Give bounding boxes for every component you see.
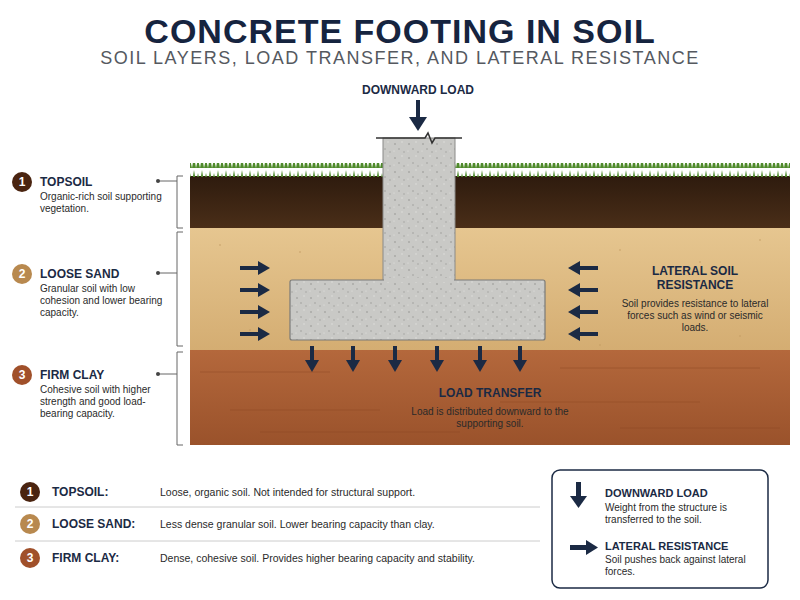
band-heading: LATERAL SOIL RESISTANCE xyxy=(620,264,770,292)
table-term: FIRM CLAY: xyxy=(52,551,157,565)
callout-number: 1 xyxy=(20,482,40,502)
callout-number: 3 xyxy=(20,548,40,568)
table-term: TOPSOIL: xyxy=(52,485,157,499)
subtitle: SOIL LAYERS, LOAD TRANSFER, AND LATERAL … xyxy=(0,48,800,69)
soil-band: LOAD TRANSFER Load is distributed downwar… xyxy=(190,350,790,445)
diagram-title: CONCRETE FOOTING IN SOIL xyxy=(0,12,800,51)
table-description: Less dense granular soil. Lower bearing … xyxy=(160,518,540,531)
legend-label: LATERAL RESISTANCE xyxy=(605,540,760,553)
layer-description: Granular soil with low cohesion and lowe… xyxy=(40,283,168,319)
soil-band: LATERAL SOIL RESISTANCE Soil provides res… xyxy=(190,228,790,350)
callout-number: 2 xyxy=(20,514,40,534)
layer-name: LOOSE SAND xyxy=(40,267,155,281)
band-description: Soil provides resistance to lateral forc… xyxy=(620,298,770,334)
callout-number: 2 xyxy=(12,264,32,284)
legend-description: Soil pushes back against lateral forces. xyxy=(605,554,760,578)
band-heading: LOAD TRANSFER xyxy=(335,386,645,400)
layer-name: FIRM CLAY xyxy=(40,368,155,382)
table-description: Loose, organic soil. Not intended for st… xyxy=(160,486,540,499)
layer-name: TOPSOIL xyxy=(40,175,155,189)
table-term: LOOSE SAND: xyxy=(52,517,157,531)
load-label: DOWNWARD LOAD xyxy=(318,83,518,97)
callout-number: 3 xyxy=(12,365,32,385)
legend-description: Weight from the structure is transferred… xyxy=(605,502,760,526)
legend-label: DOWNWARD LOAD xyxy=(605,487,760,500)
layer-description: Cohesive soil with higher strength and g… xyxy=(40,384,162,420)
callout-number: 1 xyxy=(12,172,32,192)
band-description: Load is distributed downward to the supp… xyxy=(390,406,590,430)
layer-description: Organic-rich soil supporting vegetation. xyxy=(40,191,165,215)
table-description: Dense, cohesive soil. Provides higher be… xyxy=(160,552,540,565)
